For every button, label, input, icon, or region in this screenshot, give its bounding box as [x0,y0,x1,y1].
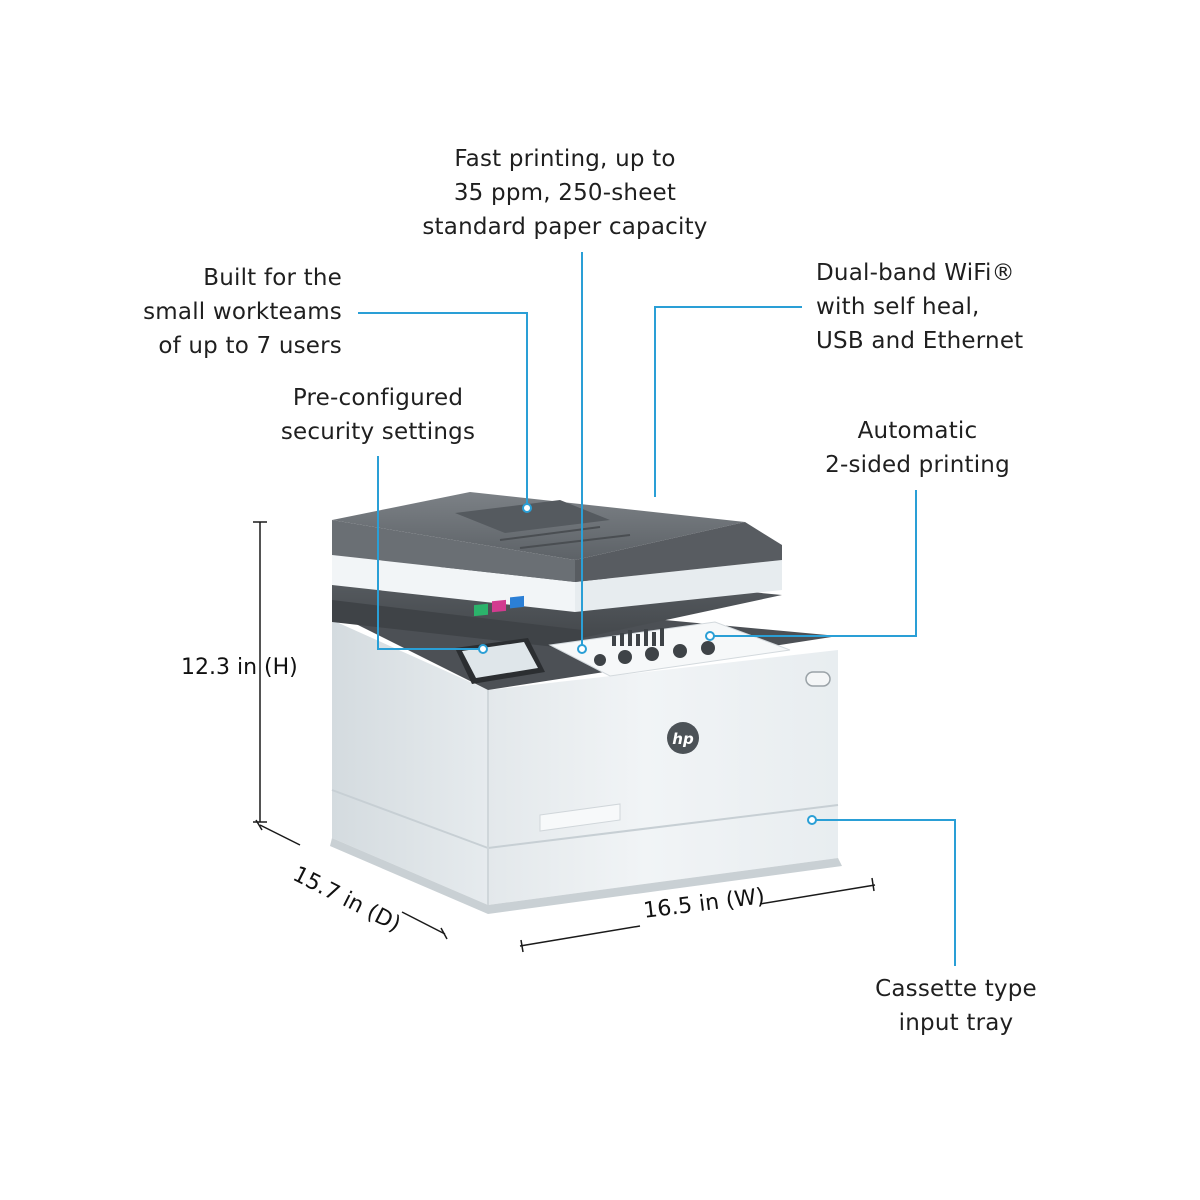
callout-line: small workteams [143,299,342,325]
callout-line: Dual-band WiFi® [816,260,1015,286]
callout-workteams: Built for the small workteams of up to 7… [120,261,342,363]
callout-line: Cassette type [875,976,1037,1002]
callout-line: Built for the [203,265,342,291]
callout-line: Fast printing, up to [454,146,676,172]
callout-leader-lines [358,252,956,966]
callout-line: standard paper capacity [422,214,708,240]
model-label [539,803,621,832]
callout-input-tray: Cassette type input tray [868,972,1044,1040]
callout-dots [478,503,817,825]
svg-text:hp: hp [672,730,694,748]
callout-line: Automatic [857,418,978,444]
callout-line: of up to 7 users [158,333,342,359]
leader-duplex [710,490,917,637]
callout-line: security settings [280,419,476,445]
callout-line: input tray [898,1010,1014,1036]
printer-body [330,602,842,914]
hp-logo-icon: hp [667,722,699,754]
callout-line: 2-sided printing [825,452,1010,478]
leader-tray [812,819,956,966]
callout-line: 35 ppm, 250-sheet [453,180,677,206]
callout-security: Pre-configured security settings [280,381,476,449]
callout-line: USB and Ethernet [816,328,1024,354]
dimension-lines [253,521,876,953]
callout-line: Pre-configured [292,385,464,411]
leader-security [377,456,483,650]
depth-dimension-line [259,824,301,846]
leader-users [358,312,528,508]
callout-print-speed: Fast printing, up to 35 ppm, 250-sheet s… [420,142,710,244]
leader-wifi [654,306,802,497]
callout-duplex: Automatic 2-sided printing [815,414,1020,482]
width-dimension-line [519,925,641,947]
callout-connectivity: Dual-band WiFi® with self heal, USB and … [816,256,1096,358]
height-dimension-label: 12.3 in (H) [181,655,298,680]
callout-line: with self heal, [816,294,980,320]
scanner-unit [332,492,782,612]
power-button-icon [805,671,831,687]
